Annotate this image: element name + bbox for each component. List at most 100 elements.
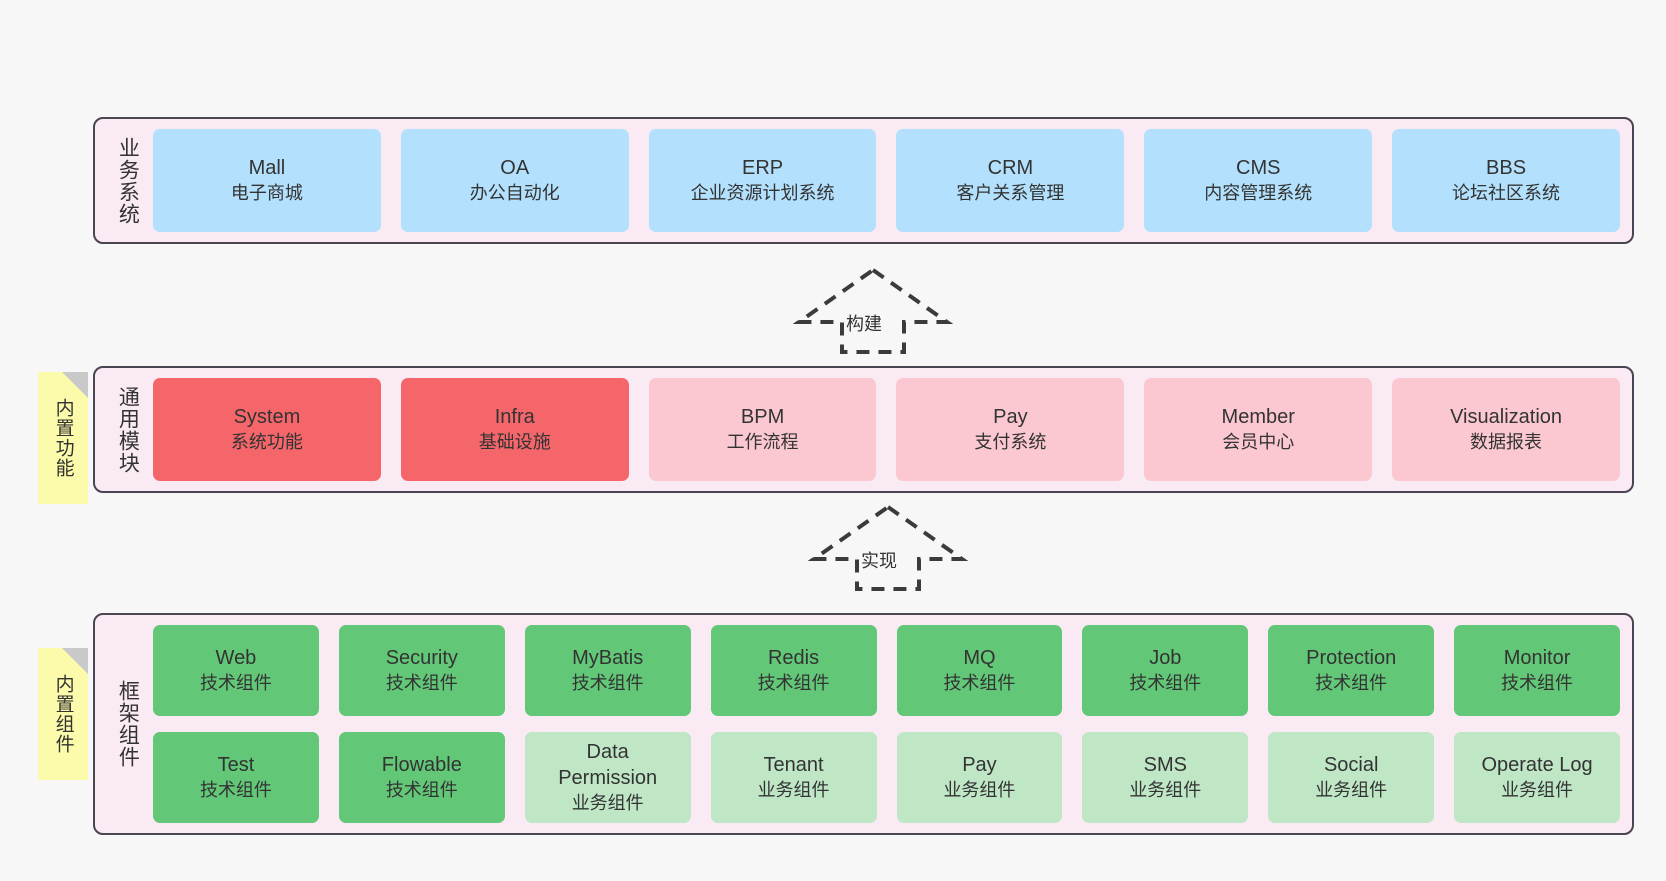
node-subtitle: 技术组件 xyxy=(757,672,830,693)
node-visualization[interactable]: Visualization 数据报表 xyxy=(1392,378,1620,481)
layer-title-common-modules: 通用模块 xyxy=(116,385,140,474)
node-subtitle: 业务组件 xyxy=(1129,779,1202,800)
node-subtitle: 技术组件 xyxy=(1129,672,1202,693)
layer-title-framework-components: 框架组件 xyxy=(116,680,140,768)
node-protection[interactable]: Protection 技术组件 xyxy=(1268,625,1435,716)
node-subtitle: 业务组件 xyxy=(757,779,830,800)
node-security[interactable]: Security 技术组件 xyxy=(338,625,505,716)
node-monitor[interactable]: Monitor 技术组件 xyxy=(1454,625,1620,716)
connector-build-label: 构建 xyxy=(846,314,882,334)
node-title: CRM xyxy=(987,157,1034,180)
node-title: SMS xyxy=(1143,754,1187,777)
node-title: Web xyxy=(215,647,257,670)
node-title: CMS xyxy=(1236,157,1281,180)
layer-framework-components: 框架组件 Web 技术组件 Security 技术组件 MyBatis 技术组件… xyxy=(93,613,1634,835)
node-subtitle: 电子商城 xyxy=(230,182,303,203)
node-row: System 系统功能 Infra 基础设施 BPM 工作流程 Pay 支付系统… xyxy=(153,378,1620,481)
node-pay-module[interactable]: Pay 支付系统 xyxy=(896,378,1125,481)
node-subtitle: 业务组件 xyxy=(1315,779,1388,800)
node-subtitle: 技术组件 xyxy=(385,779,458,800)
node-row: Web 技术组件 Security 技术组件 MyBatis 技术组件 Redi… xyxy=(153,625,1620,716)
node-job[interactable]: Job 技术组件 xyxy=(1082,625,1249,716)
node-subtitle: 业务组件 xyxy=(571,792,644,813)
node-infra[interactable]: Infra 基础设施 xyxy=(400,378,629,481)
node-bpm[interactable]: BPM 工作流程 xyxy=(648,378,877,481)
node-title: Mall xyxy=(248,157,286,180)
node-title: Protection xyxy=(1306,647,1397,670)
node-subtitle: 支付系统 xyxy=(974,431,1047,452)
node-test[interactable]: Test 技术组件 xyxy=(153,732,319,823)
node-title: Social xyxy=(1323,754,1379,777)
node-title: MQ xyxy=(963,647,996,670)
node-title: Pay xyxy=(962,754,997,777)
dashed-up-arrow-icon xyxy=(792,267,954,354)
layer-title-business-systems: 业务系统 xyxy=(116,136,140,225)
node-subtitle: 技术组件 xyxy=(943,672,1016,693)
node-title: System xyxy=(233,406,301,429)
node-subtitle: 系统功能 xyxy=(230,431,303,452)
node-subtitle: 内容管理系统 xyxy=(1204,182,1313,203)
node-oa[interactable]: OA 办公自动化 xyxy=(400,129,629,232)
node-system[interactable]: System 系统功能 xyxy=(153,378,381,481)
node-subtitle: 技术组件 xyxy=(385,672,458,693)
connector-implement-label: 实现 xyxy=(861,551,897,571)
node-title: Infra xyxy=(494,406,535,429)
connector-build-arrow-icon xyxy=(792,266,954,356)
node-row: Mall 电子商城 OA 办公自动化 ERP 企业资源计划系统 CRM 客户关系… xyxy=(153,129,1620,232)
node-mall[interactable]: Mall 电子商城 xyxy=(153,129,381,232)
node-subtitle: 工作流程 xyxy=(726,431,799,452)
node-member[interactable]: Member 会员中心 xyxy=(1144,378,1373,481)
layer-body-common-modules: System 系统功能 Infra 基础设施 BPM 工作流程 Pay 支付系统… xyxy=(147,378,1620,481)
node-mq[interactable]: MQ 技术组件 xyxy=(896,625,1063,716)
node-web[interactable]: Web 技术组件 xyxy=(153,625,319,716)
node-subtitle: 数据报表 xyxy=(1470,431,1543,452)
node-subtitle: 论坛社区系统 xyxy=(1452,182,1561,203)
node-crm[interactable]: CRM 客户关系管理 xyxy=(896,129,1125,232)
sticky-note-builtin-features: 内置功能 xyxy=(38,372,88,504)
node-operate-log[interactable]: Operate Log 业务组件 xyxy=(1454,732,1620,823)
node-subtitle: 技术组件 xyxy=(571,672,644,693)
node-pay-component[interactable]: Pay 业务组件 xyxy=(896,732,1063,823)
node-tenant[interactable]: Tenant 业务组件 xyxy=(710,732,877,823)
node-subtitle: 企业资源计划系统 xyxy=(690,182,835,203)
node-cms[interactable]: CMS 内容管理系统 xyxy=(1144,129,1373,232)
node-subtitle: 技术组件 xyxy=(199,779,272,800)
node-subtitle: 办公自动化 xyxy=(469,182,560,203)
node-subtitle: 业务组件 xyxy=(943,779,1016,800)
node-title: MyBatis xyxy=(572,647,644,670)
node-title: Tenant xyxy=(763,754,824,777)
connector-implement-arrow-icon xyxy=(807,503,969,593)
node-title: Flowable xyxy=(381,754,462,777)
layer-common-modules: 通用模块 System 系统功能 Infra 基础设施 BPM 工作流程 Pay… xyxy=(93,366,1634,493)
node-title: Data Permission xyxy=(558,741,658,789)
node-mybatis[interactable]: MyBatis 技术组件 xyxy=(524,625,691,716)
node-erp[interactable]: ERP 企业资源计划系统 xyxy=(648,129,877,232)
layer-body-business-systems: Mall 电子商城 OA 办公自动化 ERP 企业资源计划系统 CRM 客户关系… xyxy=(147,129,1620,232)
node-subtitle: 技术组件 xyxy=(1501,672,1574,693)
node-row: Test 技术组件 Flowable 技术组件 Data Permission … xyxy=(153,732,1620,823)
node-subtitle: 客户关系管理 xyxy=(956,182,1065,203)
node-subtitle: 业务组件 xyxy=(1501,779,1574,800)
node-title: BBS xyxy=(1486,157,1527,180)
node-flowable[interactable]: Flowable 技术组件 xyxy=(338,732,505,823)
node-title: Test xyxy=(217,754,255,777)
node-subtitle: 会员中心 xyxy=(1222,431,1295,452)
node-title: Security xyxy=(385,647,458,670)
node-title: Pay xyxy=(993,406,1028,429)
node-data-permission[interactable]: Data Permission 业务组件 xyxy=(524,732,691,823)
node-social[interactable]: Social 业务组件 xyxy=(1268,732,1435,823)
node-title: OA xyxy=(500,157,530,180)
layer-body-framework-components: Web 技术组件 Security 技术组件 MyBatis 技术组件 Redi… xyxy=(147,625,1620,823)
layer-business-systems: 业务系统 Mall 电子商城 OA 办公自动化 ERP 企业资源计划系统 CRM… xyxy=(93,117,1634,244)
node-title: ERP xyxy=(742,157,784,180)
node-sms[interactable]: SMS 业务组件 xyxy=(1082,732,1249,823)
node-title: BPM xyxy=(740,406,785,429)
node-subtitle: 技术组件 xyxy=(1315,672,1388,693)
node-bbs[interactable]: BBS 论坛社区系统 xyxy=(1392,129,1620,232)
node-title: Monitor xyxy=(1503,647,1571,670)
node-title: Redis xyxy=(767,647,820,670)
node-subtitle: 技术组件 xyxy=(199,672,272,693)
node-title: Operate Log xyxy=(1481,754,1593,777)
dashed-up-arrow-icon xyxy=(807,504,969,591)
node-redis[interactable]: Redis 技术组件 xyxy=(710,625,877,716)
